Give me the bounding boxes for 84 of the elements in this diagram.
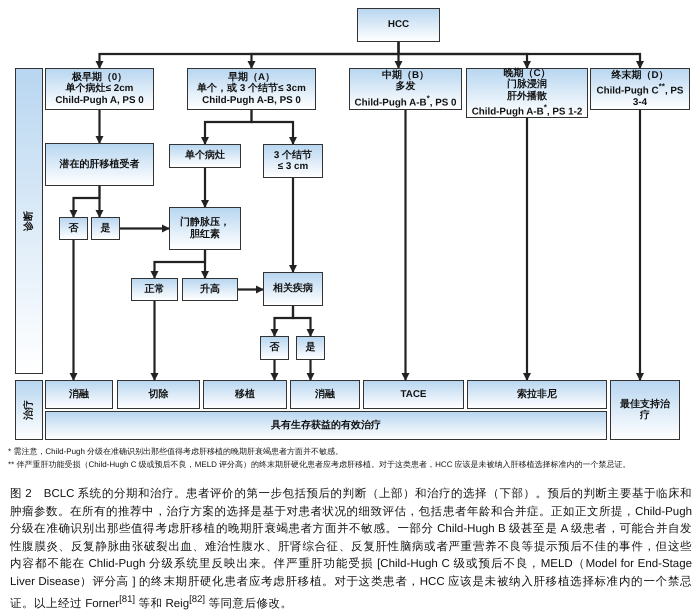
node-label: 门脉浸润 (507, 79, 547, 90)
node-label: Child-Pugh A-B$^{*}$, PS 1-2 (472, 102, 582, 118)
process-box (169, 207, 241, 250)
process-box (263, 272, 323, 306)
arrow (238, 286, 264, 294)
node-label: Child-Pugh A-B, PS 0 (202, 94, 301, 106)
treatment-box (610, 380, 680, 440)
arrow (250, 110, 297, 145)
stage-box (466, 68, 588, 118)
node-label: 单个病灶 (185, 150, 225, 162)
stage-box (349, 68, 462, 110)
answer-box (59, 217, 88, 240)
section-label: 治疗 (23, 400, 35, 420)
node-label: TACE (400, 388, 426, 400)
arrow (201, 168, 209, 208)
node-label: 正常 (144, 284, 164, 296)
treatment-box (290, 380, 360, 409)
caption: 图 2 BCLC 系统的分期和治疗。患者评价的第一步包括预后的判断（上部）和治疗的选择（下部）。预后的判断主要基于临床和肿瘤参数。在所有的推荐中，治疗方案的选择是基于对患者状况的细致评估，包括患者年龄和合并症。正如正文所提，Child-Pugh 分级在准确识别出那些值得考虑肝移植的晚期肝衰竭患者方面并不敏感。一部分 Child-Hugh B 级甚至是 A 级患者，可能合并自发性腹膜炎、反复静脉曲张破裂出血、难治性腹水、肝肾综合征、反复肝性脑病或者严重营养不良等提示预后不佳的事件，但这些内容都不能在 Chlid-Pugh 分级系统里反映出来。伴严重肝功能受损 [Child-Hugh C 级或预后不良，MELD（Model for End-Stage Liver Disease）评分高 ] 的终末期肝硬化患者应考虑肝移植。对于这类患者，HCC 应该是未被纳入肝移植选择标准内的一个禁忌证。以上经过 Forner$^{[81]}$ 等和 Reig$^{[82]}$ 等同意后修改。 (10, 486, 692, 612)
answer-box (131, 278, 178, 301)
node-label: 是 (306, 342, 316, 354)
node-label: Child-Pugh A-B$^{*}$, PS 0 (354, 92, 456, 108)
node-label: 多发 (396, 81, 416, 93)
section-label: 诊断 (23, 211, 35, 231)
treatment-box (45, 380, 113, 409)
treatment-box (45, 411, 607, 440)
stage-box (590, 68, 690, 110)
arrow (120, 224, 170, 232)
node-label: 否 (68, 222, 78, 234)
treatment-box (363, 380, 464, 409)
stage-box (187, 68, 316, 110)
arrow (270, 360, 278, 381)
node-label: 3 个结节 ≤ 3 cm (272, 150, 314, 172)
node-label: 肝外播散 (507, 90, 547, 102)
node-label: 最佳支持治疗 (620, 398, 670, 422)
arrow (292, 306, 314, 337)
section-band (15, 380, 43, 440)
answer-box (296, 336, 325, 360)
node-label: Child-Pugh A, PS 0 (55, 94, 144, 106)
node-label: 中期（B） (382, 70, 430, 81)
node-label: 具有生存获益的有效治疗 (271, 420, 381, 432)
node-label: 单个病灶≤ 2cm (66, 83, 134, 95)
arrow (397, 42, 644, 69)
arrow (289, 178, 297, 273)
node-label: 单个，或 3 个结节≤ 3cm (197, 83, 306, 95)
answer-box (260, 336, 289, 360)
node-label: 是 (100, 222, 110, 234)
answer-box (182, 278, 238, 301)
node-label: Child-Pugh C$^{**}$, PS 3-4 (596, 81, 684, 108)
answer-box (91, 217, 120, 240)
treatment-box (117, 380, 200, 409)
node-label: 晚期（C） (503, 68, 551, 79)
arrow (150, 301, 158, 381)
section-band (15, 68, 43, 374)
node-label: 升高 (200, 284, 220, 296)
footnote: * 需注意，Child-Pugh 分级在准确识别出那些值得考虑肝移植的晚期肝衰竭患者方面并不敏感。 (8, 446, 344, 457)
node-label: 门静脉压，胆红素 (179, 217, 231, 240)
stage-box (45, 68, 154, 110)
node-label: 早期（A） (228, 72, 276, 83)
arrow (402, 110, 410, 381)
footnote: ** 伴严重肝功能受损（Child-Hugh C 级或预后不良，MELD 评分高）的终末期肝硬化患者应考虑肝移植。对于这类患者，HCC 应该是未被纳入肝移植选择标准内的一个禁忌证。 (8, 459, 632, 470)
node-label: 潜在的肝移植受者 (60, 158, 140, 170)
treatment-box (467, 380, 607, 409)
arrow (523, 118, 531, 381)
arrow (70, 240, 78, 381)
process-box (45, 143, 154, 186)
arrow (96, 186, 104, 218)
node-label: 极早期（0） (72, 72, 128, 83)
node-label: 移植 (235, 388, 255, 400)
arrow (306, 360, 314, 381)
node-label: HCC (388, 19, 410, 31)
node-label: 否 (270, 342, 280, 354)
node-label: 索拉非尼 (517, 388, 557, 400)
process-box (169, 144, 241, 168)
node-label: 相关疾病 (273, 283, 313, 295)
arrow (636, 110, 644, 381)
node-label: 消融 (315, 388, 335, 400)
node-label: 消融 (69, 388, 89, 400)
arrow (201, 250, 209, 279)
node-label: 切除 (148, 388, 168, 400)
arrow (96, 110, 104, 144)
treatment-box (203, 380, 287, 409)
node-label: 终末期（D） (611, 70, 669, 82)
start-box (357, 8, 440, 42)
process-box (263, 144, 323, 178)
